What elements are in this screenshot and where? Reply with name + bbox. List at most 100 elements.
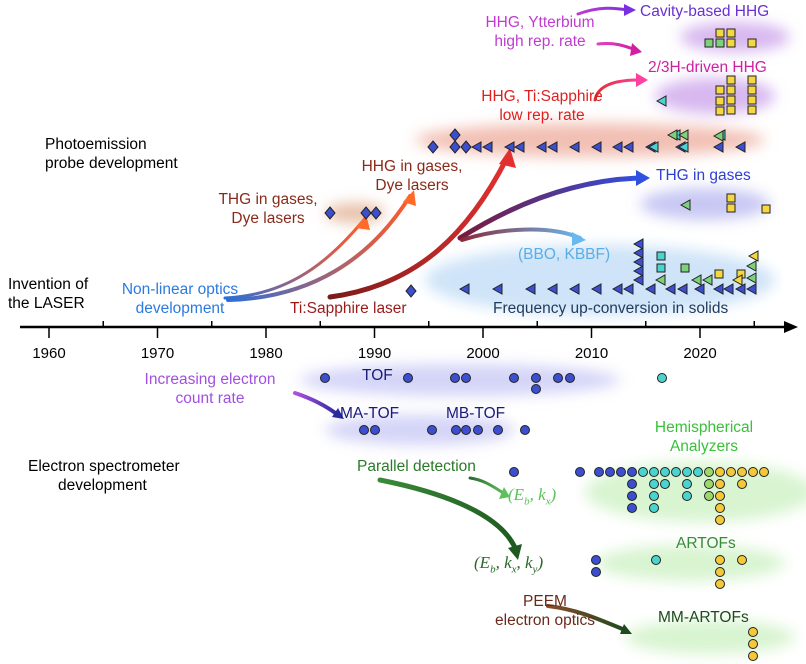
triangle-marker [632,274,644,286]
circle-marker [627,467,637,477]
square-marker [715,28,725,38]
circle-marker [575,467,585,477]
triangle-marker [568,283,580,295]
diamond-marker [460,140,472,154]
square-marker [715,96,725,106]
triangle-marker [654,274,666,286]
label-peem-line2: electron optics [495,612,595,629]
circle-marker [682,479,692,489]
square-marker [726,85,736,95]
square-marker [680,263,690,273]
label-hemispherical: Hemispherical Analyzers [655,418,753,456]
label-ma-tof: MA-TOF [340,405,400,422]
arrow-count-matof [293,391,340,417]
square-marker [656,263,666,273]
circle-marker [748,627,758,637]
circle-marker [649,491,659,501]
diamond-marker [324,206,336,220]
label-hhg-dye-line1: HHG in gases, [361,158,463,175]
label-hhg-yb: HHG, Ytterbium high rep. rate [485,13,594,51]
circle-marker [461,425,471,435]
square-marker [715,38,725,48]
axis-tick-label: 2000 [466,345,499,362]
triangle-marker [622,283,634,295]
square-marker [656,251,666,261]
triangle-marker [568,141,580,153]
heading-spectrometer: Electron spectrometer development [28,457,180,495]
triangle-marker [679,199,691,211]
arrow-yb-23h [596,42,638,52]
eb-kx-b: b [524,495,530,508]
circle-marker [461,373,471,383]
triangle-marker [690,274,702,286]
triangle-marker [481,141,493,153]
circle-marker [671,467,681,477]
triangle-marker [701,274,713,286]
triangle-marker [734,283,746,295]
circle-marker [704,479,714,489]
label-tof: TOF [362,367,393,384]
arrow-ti-thg [457,175,643,241]
triangle-marker [632,247,644,259]
circle-marker [660,467,670,477]
label-artofs: ARTOFs [676,535,736,552]
circle-marker [759,467,769,477]
square-marker [747,105,757,115]
triangle-marker [611,141,623,153]
eb-kx-e: E [513,485,525,504]
axis-tick-label: 1970 [141,345,174,362]
label-hhg-dye-line2: Dye lasers [375,177,449,194]
triangle-marker [722,283,734,295]
square-marker [747,85,757,95]
heading-laser-line1: Invention of [8,276,89,293]
circle-marker [370,425,380,435]
circle-marker [509,373,519,383]
eb-kxky-sep1: , [495,553,505,572]
square-marker [704,38,714,48]
label-eb-kx-ky: (Eb, kx, ky) [474,553,543,575]
arrows [223,4,650,634]
square-marker [726,75,736,85]
arrow-ti-23h [593,78,642,102]
triangle-marker [712,130,724,142]
label-23h-hhg: 2/3H-driven HHG [648,59,767,76]
label-mm-artofs: MM-ARTOFs [658,609,749,626]
triangle-marker [590,283,602,295]
blob-hemi [585,462,806,522]
axis-tick-label: 1990 [358,345,391,362]
circle-marker [748,651,758,661]
label-hemispherical-line1: Hemispherical [654,419,754,436]
circle-marker [737,467,747,477]
square-marker [715,106,725,116]
triangle-marker [745,272,757,284]
label-hhg-tisapph-line1: HHG, Ti:Sapphire [481,88,603,105]
label-hhg-tisapph-line2: low rep. rate [499,107,585,124]
label-hhg-yb-line1: HHG, Ytterbium [485,14,595,31]
circle-marker [320,373,330,383]
triangle-marker [655,95,667,107]
triangle-marker [535,141,547,153]
circle-marker [715,503,725,513]
eb-kxky-k1: k [504,553,512,572]
circle-marker [715,555,725,565]
label-nonlinear-line2: development [135,300,225,317]
diamond-marker [405,284,417,298]
heading-photoemission-line1: Photoemission [45,136,147,153]
data-markers [320,28,771,661]
circle-marker [553,373,563,383]
circle-marker [657,373,667,383]
triangle-marker [632,256,644,268]
circle-marker [715,467,725,477]
triangle-marker [491,283,503,295]
circle-marker [427,425,437,435]
circle-marker [715,567,725,577]
square-marker [726,105,736,115]
label-parallel-detection: Parallel detection [357,458,476,475]
triangle-marker [644,283,656,295]
label-frequency-upconversion: Frequency up-conversion in solids [493,300,729,317]
circle-marker [649,467,659,477]
eb-kxky-sep2: , [516,553,525,572]
label-tisapph-laser: Ti:Sapphire laser [290,300,407,317]
